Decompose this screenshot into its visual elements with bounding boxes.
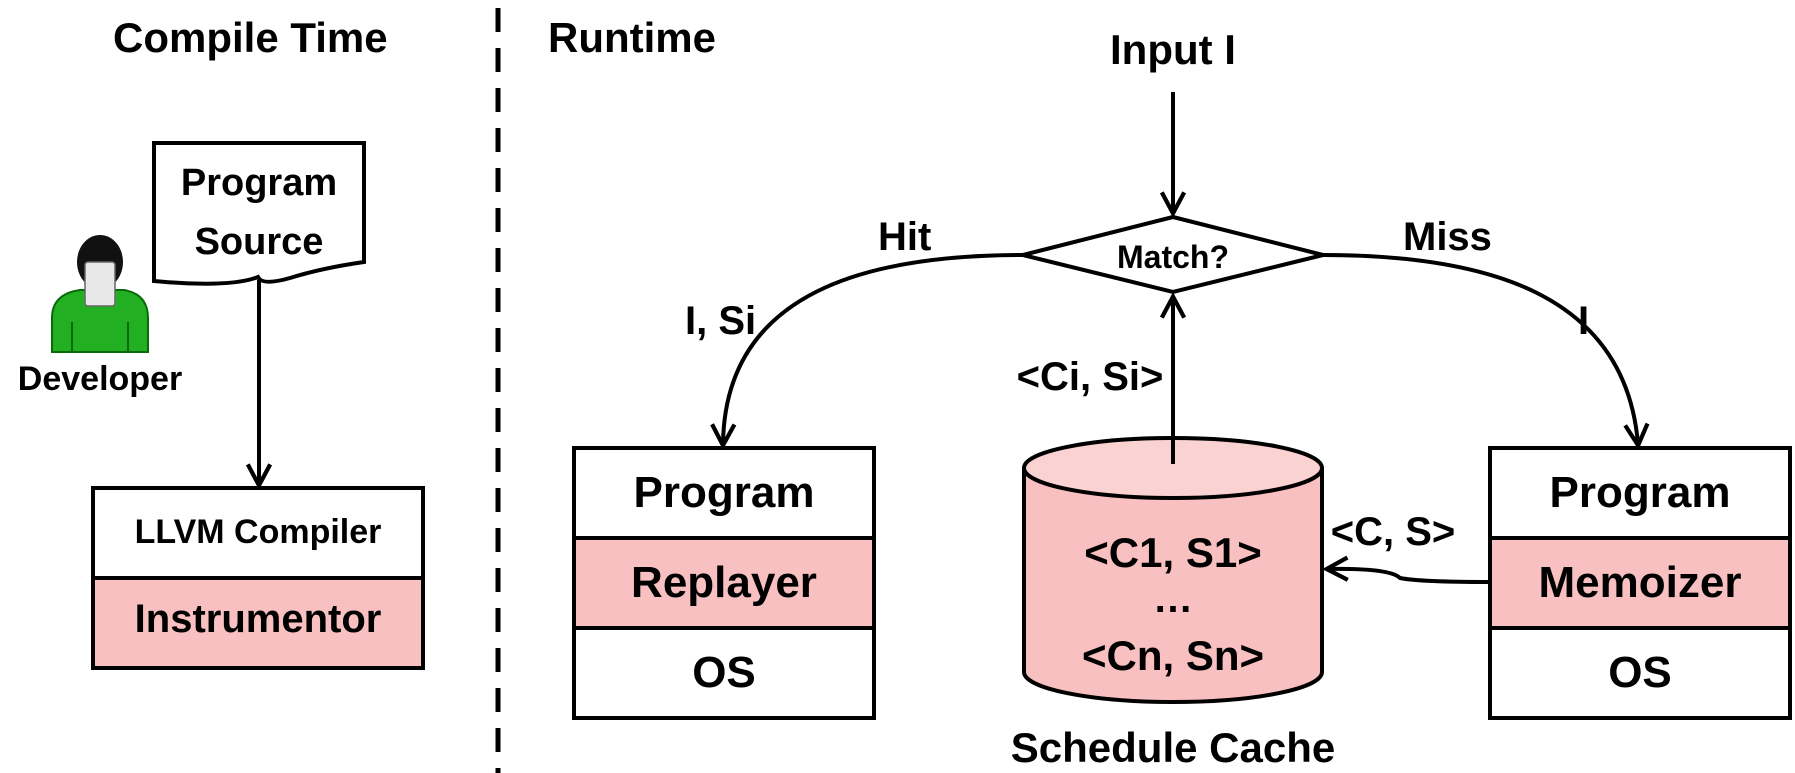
cache-entry-ellipsis: … — [1153, 577, 1193, 621]
replayer-os-label: OS — [692, 648, 756, 697]
llvm-compiler-label: LLVM Compiler — [135, 513, 382, 551]
llvm-compiler-box — [91, 486, 425, 580]
match-label: Match? — [1117, 239, 1229, 275]
miss-label: Miss — [1403, 215, 1492, 259]
developer-icon — [51, 235, 149, 353]
compile-time-header: Compile Time — [113, 14, 388, 61]
cache-edge-label: <Ci, Si> — [1017, 355, 1164, 399]
hit-edge-label: I, Si — [685, 299, 756, 343]
match-decision-diamond — [1022, 214, 1324, 295]
miss-edge-label: I — [1578, 299, 1589, 343]
runtime-header: Runtime — [548, 14, 716, 61]
cache-entry-last: <Cn, Sn> — [1082, 632, 1264, 679]
memoizer-os-layer — [1488, 626, 1792, 720]
miss-arrow — [1322, 253, 1638, 444]
memoizer-layer — [1488, 536, 1792, 630]
program-source-document — [152, 141, 366, 286]
hit-label: Hit — [878, 215, 931, 259]
replayer-program-layer — [572, 446, 876, 540]
program-source-line2: Source — [195, 221, 324, 263]
memoizer-os-label: OS — [1608, 648, 1672, 697]
replayer-program-label: Program — [634, 468, 815, 517]
instrumentor-box — [91, 576, 425, 670]
replayer-label: Replayer — [631, 558, 817, 607]
program-source-line1: Program — [181, 162, 337, 204]
memoizer-program-label: Program — [1550, 468, 1731, 517]
replayer-layer — [572, 536, 876, 630]
cache-entry-first: <C1, S1> — [1084, 529, 1261, 576]
developer-label: Developer — [18, 360, 182, 398]
schedule-cache-cylinder — [1022, 436, 1324, 704]
memoizer-program-layer — [1488, 446, 1792, 540]
memoizer-label: Memoizer — [1539, 558, 1742, 607]
replayer-os-layer — [572, 626, 876, 720]
hit-arrow — [723, 253, 1024, 444]
schedule-cache-label: Schedule Cache — [1011, 724, 1335, 771]
instrumentor-label: Instrumentor — [135, 597, 382, 641]
memoizer-to-cache-arrow — [1328, 569, 1491, 584]
input-label: Input I — [1110, 26, 1236, 73]
memo-edge-label: <C, S> — [1331, 510, 1456, 554]
